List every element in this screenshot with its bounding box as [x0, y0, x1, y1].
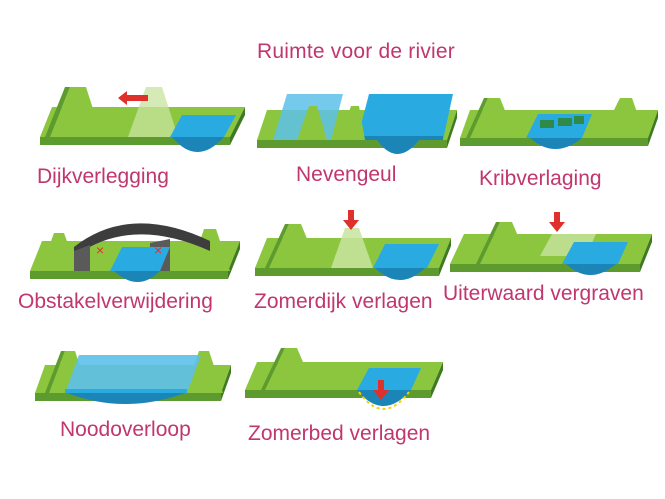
svg-text:×: ×	[154, 242, 162, 258]
measure-label-floodplain-excavation: Uiterwaard vergraven	[443, 282, 644, 305]
summer-bed-lowering-illustration	[245, 340, 445, 425]
measure-label-obstacle-removal: Obstakelverwijdering	[18, 290, 213, 313]
measure-label-side-channel: Nevengeul	[296, 163, 397, 186]
groyne-lowering-illustration	[460, 90, 660, 165]
measure-label-groyne-lowering: Kribverlaging	[479, 167, 602, 190]
measure-label-dike-relocation: Dijkverlegging	[37, 165, 169, 188]
side-channel-illustration	[257, 90, 462, 165]
measure-label-summer-dike-lowering: Zomerdijk verlagen	[254, 290, 433, 313]
obstacle-removal-illustration: × ×	[30, 215, 245, 295]
arrow-left-icon	[118, 91, 148, 105]
dike-relocation-illustration	[40, 85, 250, 165]
emergency-overflow-illustration	[35, 345, 235, 420]
svg-text:×: ×	[96, 242, 104, 258]
measure-label-emergency-overflow: Noodoverloop	[60, 418, 191, 441]
floodplain-excavation-illustration	[450, 212, 655, 287]
measure-label-summer-bed-lowering: Zomerbed verlagen	[248, 422, 431, 445]
summer-dike-lowering-illustration	[255, 210, 455, 290]
diagram-title: Ruimte voor de rivier	[257, 40, 455, 63]
